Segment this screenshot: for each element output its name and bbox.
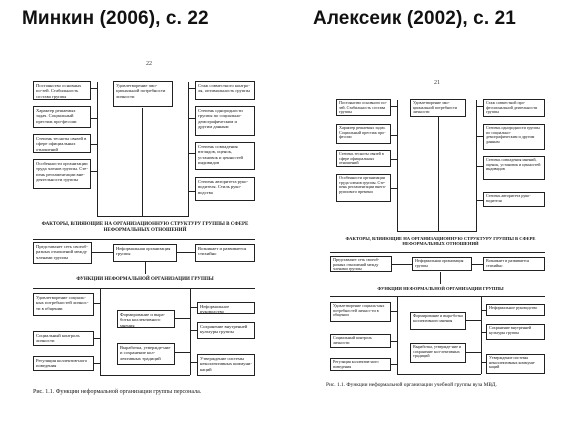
right-functions-title: ФУНКЦИИ НЕФОРМАЛЬНОЙ ОРГАНИЗАЦИИ ГРУППЫ <box>377 286 504 291</box>
left-top-right-box-1: Стаж совместного контро-ля, оптимальност… <box>195 81 255 100</box>
left-middle-box-3: Возникает и развивается стихийно <box>195 244 255 262</box>
right-bottom-mid-box-1: Формирование и выра-ботка коллективного … <box>410 312 466 330</box>
left-middle-box-1: Представляет сеть своеоб-разных отношени… <box>33 242 92 264</box>
right-top-right-box-2: Степень однородности группы по социально… <box>483 124 545 150</box>
left-top-right-box-4: Степень авторитета руко-водителя. Стиль … <box>195 177 255 201</box>
left-scanned-page: 22 Постоянство основных по-зей. Стабильн… <box>33 61 255 395</box>
right-bottom-right-box-3: Утверждение системы неколлективных комму… <box>486 354 545 374</box>
right-source-heading: Алексеик (2002), с. 21 <box>313 8 516 29</box>
left-middle-box-2: Неформальная организация группы <box>113 244 177 262</box>
left-top-right-box-2: Степень однородности группы по социально… <box>195 106 255 136</box>
right-bottom-left-box-2: Социальный контроль личности <box>330 334 391 348</box>
left-source-heading: Минкин (2006), с. 22 <box>22 8 209 29</box>
left-top-right-box-3: Степень совпадения взглядов, оценок, уст… <box>195 142 255 170</box>
left-bottom-mid-box-1: Формирование и выра-ботка коллективного … <box>117 310 175 328</box>
right-bottom-left-box-1: Удовлетворение социаль-ных потребностей … <box>330 302 391 322</box>
right-top-right-box-3: Степень совпадения мнений, оценок, устан… <box>483 156 545 180</box>
right-factors-title: ФАКТОРЫ, ВЛИЯЮЩИЕ НА ОРГАНИЗАЦИОННУЮ СТР… <box>345 236 536 247</box>
right-figure-caption: Рис. 1.1. Функции неформальной организац… <box>326 382 497 388</box>
right-middle-box-2: Неформальная организация группы <box>412 257 472 271</box>
right-top-left-box-1: Постоянство основного по-зей. Стабильнос… <box>336 99 391 116</box>
left-bottom-left-box-2: Социальный контроль личности <box>33 331 94 346</box>
left-bottom-right-box-3: Утверждение системы неколлективных комму… <box>197 354 255 376</box>
left-bottom-left-box-3: Регуляция коллектив-ного поведения <box>33 356 94 371</box>
left-top-left-box-1: Постоянство основных по-зей. Стабильност… <box>33 81 91 100</box>
left-top-left-box-3: Степень тесноты связей в сфере официальн… <box>33 134 91 153</box>
right-top-right-box-4: Степень авторитета руко-водителя <box>483 192 545 207</box>
right-top-left-box-3: Степень тесноты связей в сфере официальн… <box>336 150 391 167</box>
left-bottom-left-box-1: Удовлетворение социаль-ных потребностей … <box>33 293 94 316</box>
right-bottom-right-box-1: Неформальное руководство <box>486 304 545 316</box>
left-functions-title: ФУНКЦИИ НЕФОРМАЛЬНОЙ ОРГАНИЗАЦИИ ГРУППЫ <box>76 277 214 282</box>
right-bottom-left-box-3: Регуляция коллектив-ного поведения <box>330 358 391 371</box>
right-top-left-box-4: Особенности организации труда членов гру… <box>336 174 391 202</box>
right-middle-box-3: Возникает и развивается стихийно <box>483 257 545 271</box>
right-top-left-box-2: Характер решаемых задач. Социальный прес… <box>336 124 391 144</box>
right-middle-box-1: Представляет сеть своеоб-разных отношени… <box>330 256 392 272</box>
right-top-right-box-1: Стаж совместной про-фессиональной деятел… <box>483 99 545 117</box>
right-top-mid-box: Удовлетворение эмо-циональной потребност… <box>410 99 466 117</box>
right-bottom-right-box-2: Сохранение внутренней культуры группы <box>486 324 545 340</box>
left-factors-title: ФАКТОРЫ, ВЛИЯЮЩИЕ НА ОРГАНИЗАЦИОННУЮ СТР… <box>41 222 249 233</box>
left-top-left-box-2: Характер решаемых задач. Социальный прес… <box>33 106 91 128</box>
left-bottom-right-box-1: Неформальное руководство <box>197 302 255 314</box>
right-scanned-page: 21 Постоянство основного по-зей. Стабиль… <box>290 0 580 435</box>
left-top-mid-box: Удовлетворение эмо-циональной потребност… <box>113 81 173 107</box>
right-bottom-mid-box-2: Выработка, утвержде-ние и сохранение кол… <box>410 343 466 363</box>
left-bottom-mid-box-2: Выработка, утвержде-ние и сохранение кол… <box>117 343 175 365</box>
left-figure-caption: Рис. 1.1. Функции неформальной организац… <box>33 389 202 395</box>
right-page-number: 21 <box>434 80 440 86</box>
left-bottom-right-box-2: Сохранение внутренней культуры группы <box>197 322 255 339</box>
left-top-left-box-4: Особенности организации труда членов гру… <box>33 159 91 189</box>
left-page-number: 22 <box>146 61 152 67</box>
